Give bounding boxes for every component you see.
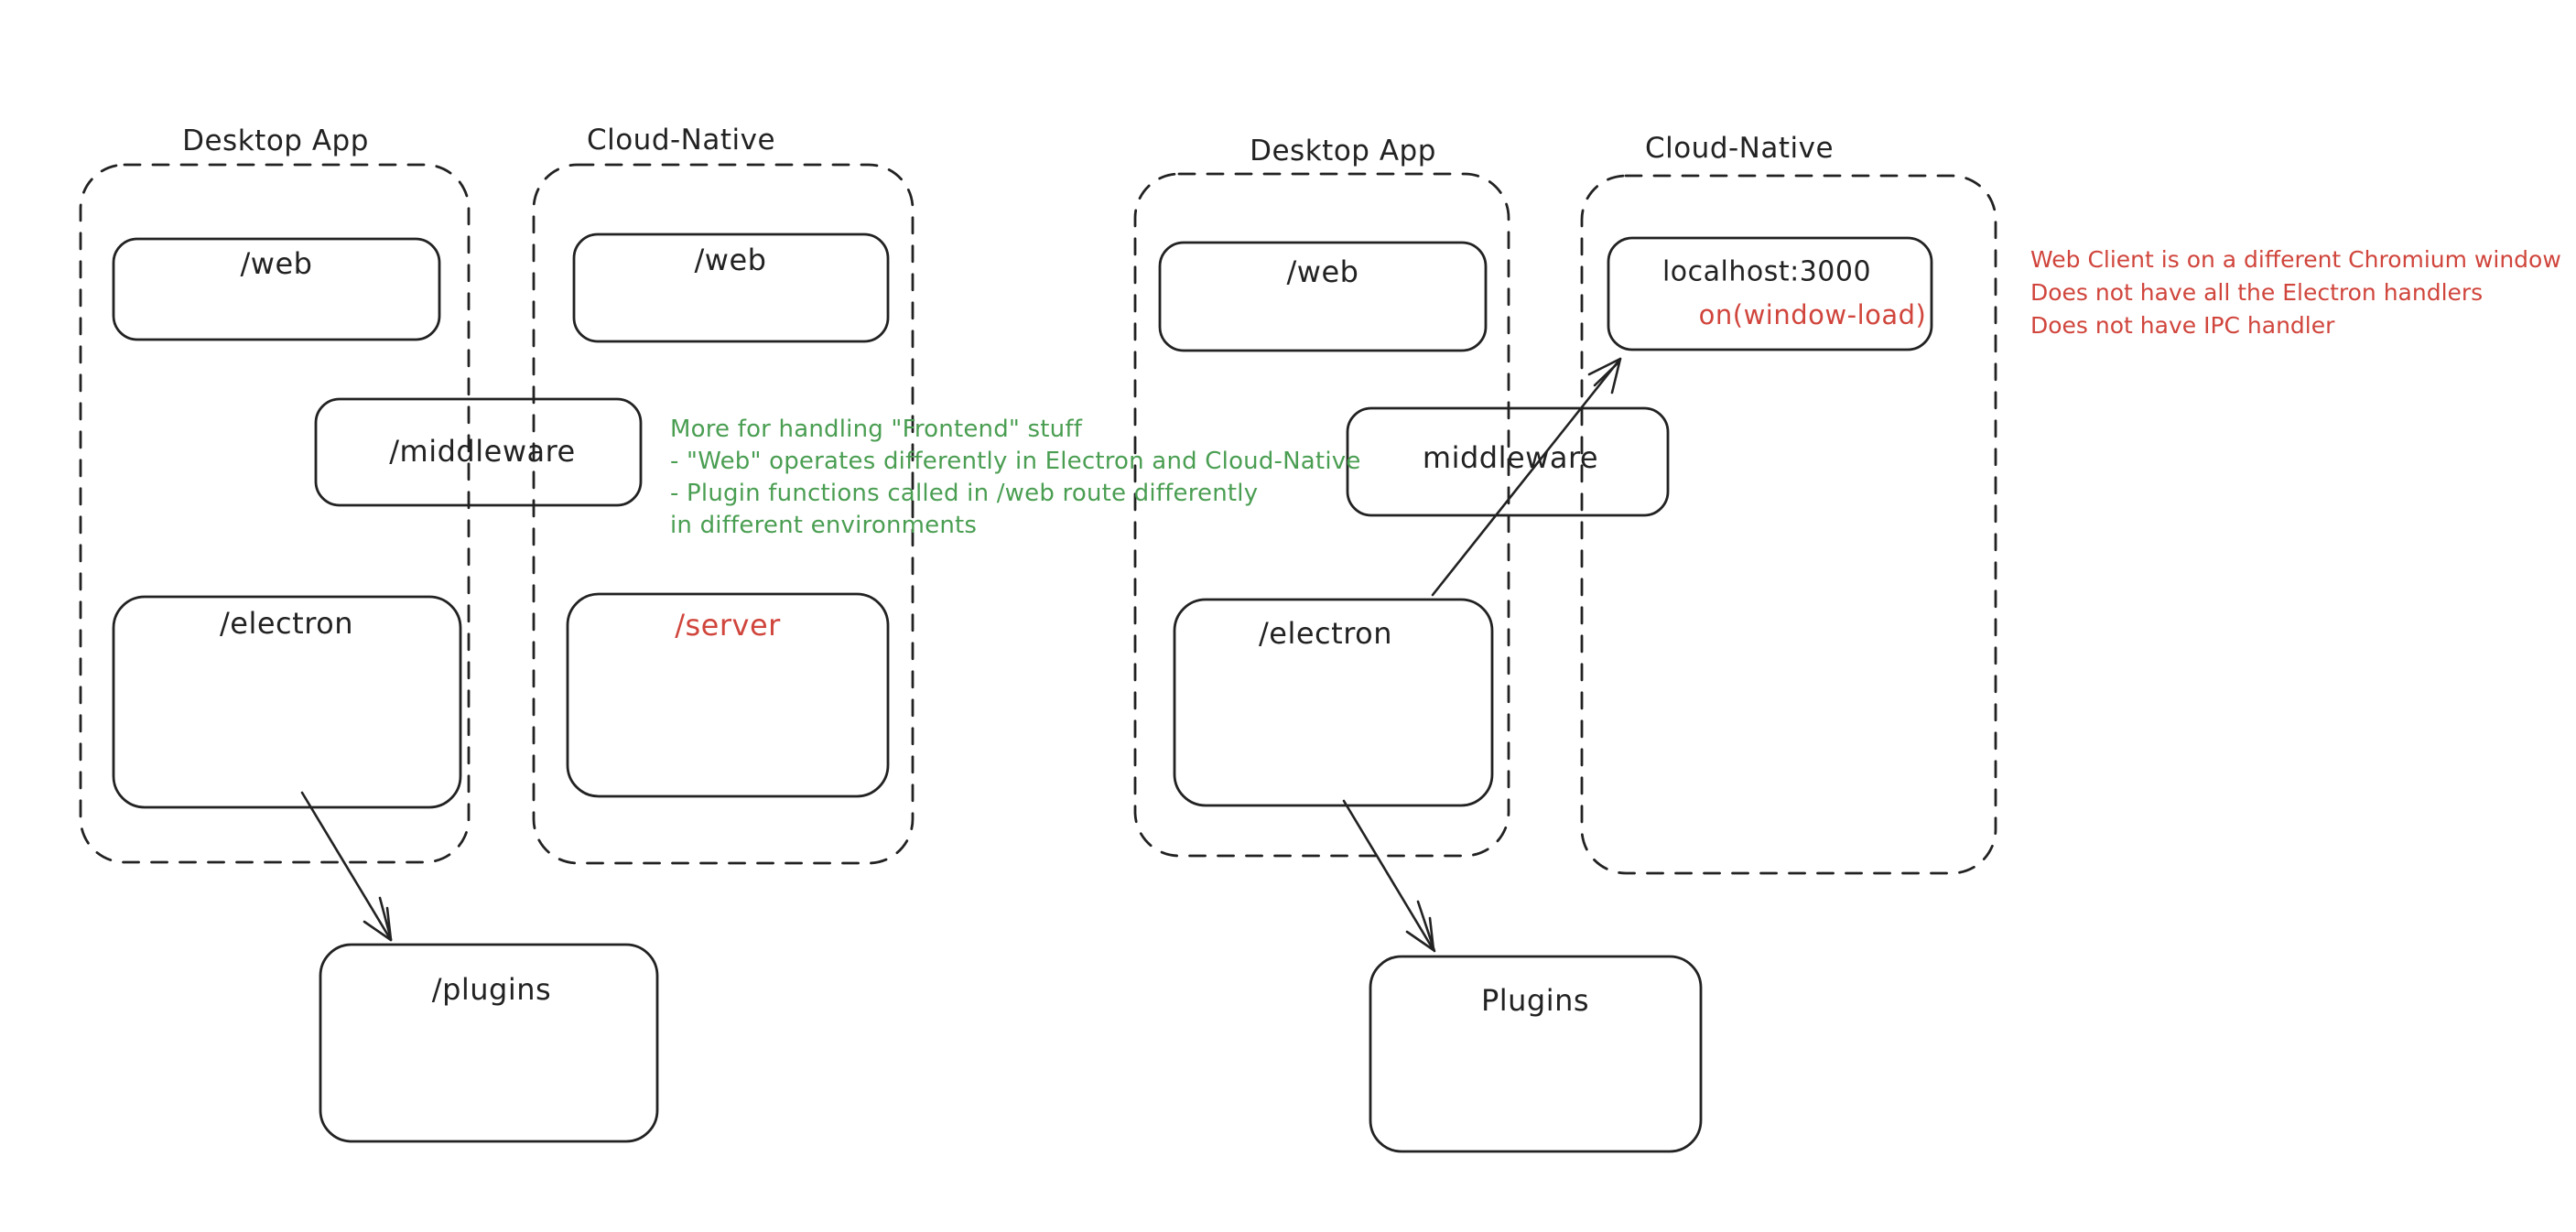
- left-electron-label: /electron: [220, 606, 353, 641]
- right-electron-label: /electron: [1259, 616, 1392, 651]
- right-localhost-label: localhost:3000: [1661, 255, 1872, 288]
- left-plugins-label: /plugins: [431, 972, 552, 1007]
- red-annotation-line: Web Client is on a different Chromium wi…: [2030, 246, 2561, 273]
- right-localhost-event-label: on(window-load): [1698, 299, 1927, 330]
- left-server-box: [566, 592, 890, 798]
- right-cloud-container-label: Cloud-Native: [1644, 132, 1835, 165]
- green-annotation: More for handling "Frontend" stuff - "We…: [670, 414, 1361, 542]
- left-web-cloud-label: /web: [694, 243, 767, 277]
- arrow-right-electron-to-plugins: [1342, 799, 1436, 953]
- left-web-desktop-label: /web: [240, 246, 313, 281]
- green-annotation-line: More for handling "Frontend" stuff: [670, 416, 1083, 443]
- right-web-box: [1158, 241, 1488, 352]
- left-server-label: /server: [675, 608, 781, 643]
- left-plugins-box: [319, 943, 659, 1143]
- left-cloud-container-label: Cloud-Native: [586, 124, 776, 157]
- left-middleware-box: [314, 397, 643, 507]
- green-annotation-line: - Plugin functions called in /web route …: [670, 480, 1259, 507]
- green-annotation-line: - "Web" operates differently in Electron…: [670, 448, 1361, 475]
- red-annotation-line: Does not have all the Electron handlers: [2030, 279, 2484, 306]
- red-annotation-line: Does not have IPC handler: [2030, 312, 2335, 339]
- left-middleware-label: /middleware: [389, 434, 576, 469]
- right-desktop-container-label: Desktop App: [1250, 135, 1436, 168]
- red-annotation: Web Client is on a different Chromium wi…: [2030, 243, 2561, 342]
- right-plugins-box: [1369, 955, 1703, 1153]
- right-electron-box: [1173, 598, 1494, 807]
- right-web-label: /web: [1286, 254, 1359, 289]
- left-web-cloud-box: [572, 232, 890, 343]
- green-annotation-line: in different environments: [670, 512, 978, 539]
- left-cloud-container: [532, 163, 915, 865]
- left-web-desktop-box: [112, 237, 441, 341]
- right-cloud-container: [1580, 174, 1997, 875]
- arrow-right-electron-to-localhost: [1431, 357, 1622, 597]
- left-desktop-container-label: Desktop App: [182, 124, 369, 157]
- arrow-left-electron-to-plugins: [300, 791, 393, 942]
- left-electron-box: [112, 595, 462, 809]
- right-middleware-label: middleware: [1422, 440, 1599, 475]
- left-desktop-container: [79, 163, 471, 864]
- right-middleware-box: [1346, 406, 1670, 517]
- right-plugins-label: Plugins: [1480, 983, 1590, 1018]
- right-localhost-box: [1607, 236, 1933, 351]
